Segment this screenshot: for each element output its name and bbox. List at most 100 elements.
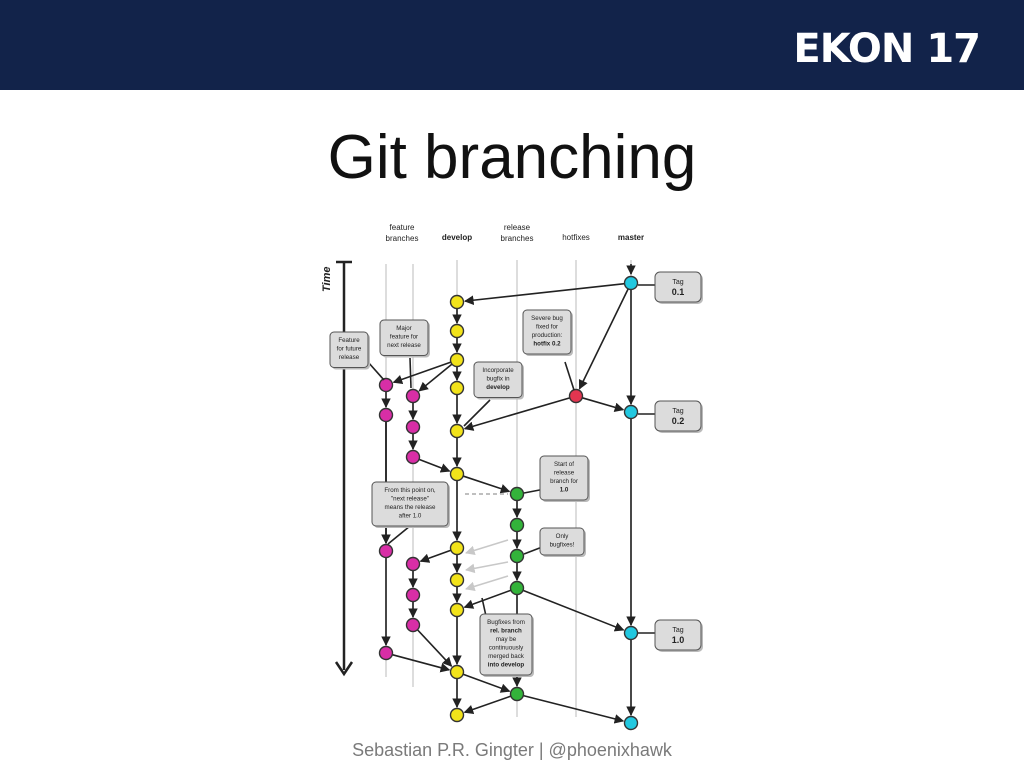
commit-edge <box>463 695 512 715</box>
lane-header-release: branches <box>501 234 534 243</box>
tag-box-tag-01 <box>654 271 702 303</box>
lane-header-feature: branches <box>386 234 419 243</box>
callout-box-feature-future <box>329 331 369 368</box>
callout-text: Feature <box>338 337 360 344</box>
callout-text: Major <box>396 325 411 332</box>
callout-text: for future <box>337 346 362 353</box>
commit-node-develop <box>449 664 465 680</box>
tag-value: 0.2 <box>672 416 685 426</box>
callout-box-bugfixes-merged <box>479 613 533 676</box>
commit-node-develop <box>449 540 465 556</box>
callout-text: production: <box>532 332 563 339</box>
callout-text: release <box>554 470 575 477</box>
callout-text: Start of <box>554 461 574 468</box>
lane-header-feature: feature <box>390 223 415 232</box>
commit-node-feature <box>405 556 421 572</box>
node-layer <box>378 275 639 731</box>
commit-node-feature <box>405 449 421 465</box>
callout-text: "next release" <box>391 496 429 503</box>
commit-node-feature <box>405 617 421 633</box>
callout-pointer <box>463 399 491 427</box>
commit-node-feature <box>405 388 421 404</box>
commit-node-develop <box>449 380 465 396</box>
callout-text: From this point on, <box>384 487 436 494</box>
commit-edge <box>462 475 511 494</box>
callout-text: release <box>339 354 360 361</box>
time-label: Time <box>321 267 333 292</box>
commit-edge <box>578 288 629 390</box>
commit-node-master <box>623 715 639 731</box>
callout-text: after 1.0 <box>399 513 422 520</box>
callout-text: merged back <box>488 653 525 660</box>
callout-text: develop <box>486 384 510 391</box>
commit-node-feature <box>378 407 394 423</box>
commit-node-feature <box>378 543 394 559</box>
commit-edge <box>463 397 570 431</box>
callout-text: 1.0 <box>560 487 569 494</box>
callout-text: branch for <box>550 478 578 485</box>
callout-text: rel. branch <box>490 628 522 635</box>
commit-node-develop <box>449 707 465 723</box>
commit-node-develop <box>449 323 465 339</box>
callout-text: means the release <box>385 504 436 511</box>
commit-node-release <box>509 580 525 596</box>
callout-box-only-bugfixes <box>539 527 585 556</box>
commit-edge <box>416 629 453 667</box>
callout-text: continuously <box>489 645 524 652</box>
commit-node-hotfix <box>568 388 584 404</box>
commit-node-release <box>509 548 525 564</box>
commit-node-develop <box>449 352 465 368</box>
commit-edge <box>418 458 451 473</box>
callout-pointer <box>387 525 411 545</box>
callout-text: Bugfixes from <box>487 619 525 626</box>
git-branching-diagram: feature branches develop release branches hot… <box>321 223 703 731</box>
commit-edge <box>462 673 511 693</box>
callout-pointer <box>367 361 385 381</box>
commit-edge <box>582 397 625 412</box>
tag-label: Tag <box>672 279 683 286</box>
tag-label: Tag <box>672 408 683 415</box>
callout-text: bugfix in <box>486 376 510 383</box>
callout-pointer <box>481 597 487 617</box>
commit-node-release <box>509 517 525 533</box>
commit-node-feature <box>378 645 394 661</box>
commit-node-master <box>623 275 639 291</box>
commit-node-master <box>623 625 639 641</box>
commit-edge <box>463 282 625 305</box>
commit-edge <box>392 361 452 385</box>
callout-text: into develop <box>488 662 525 669</box>
header-bar: EKON 17 <box>0 0 1024 90</box>
commit-edge <box>392 653 451 673</box>
commit-edge <box>523 694 625 724</box>
slide-title: Git branching <box>327 123 697 192</box>
commit-node-feature <box>405 419 421 435</box>
tag-label: Tag <box>672 627 683 634</box>
commit-edge <box>463 589 512 609</box>
commit-node-develop <box>449 423 465 439</box>
tag-value: 1.0 <box>672 635 685 645</box>
callout-box-severe-bug <box>522 309 572 355</box>
commit-node-develop <box>449 466 465 482</box>
footer-credit: Sebastian P.R. Gingter | @phoenixhawk <box>352 740 672 760</box>
commit-node-develop <box>449 602 465 618</box>
commit-edge <box>522 589 625 632</box>
brand-logo: EKON 17 <box>793 26 981 72</box>
callout-text: Incorporate <box>482 367 514 374</box>
commit-node-develop <box>449 572 465 588</box>
commit-node-release <box>509 486 525 502</box>
commit-edge <box>419 549 452 563</box>
lane-header-master: master <box>618 233 644 242</box>
commit-node-feature <box>405 587 421 603</box>
callout-text: next release <box>387 342 421 349</box>
callout-pointer <box>409 357 412 389</box>
merge-back-edge <box>465 561 509 574</box>
callout-box-from-point <box>371 481 449 527</box>
tag-value: 0.1 <box>672 287 685 297</box>
tag-box-tag-10 <box>654 619 702 651</box>
callout-text: hotfix 0.2 <box>533 341 561 348</box>
callout-text: may be <box>496 636 517 643</box>
callout-text: Only <box>556 533 570 540</box>
commit-node-feature <box>378 377 394 393</box>
commit-node-release <box>509 686 525 702</box>
